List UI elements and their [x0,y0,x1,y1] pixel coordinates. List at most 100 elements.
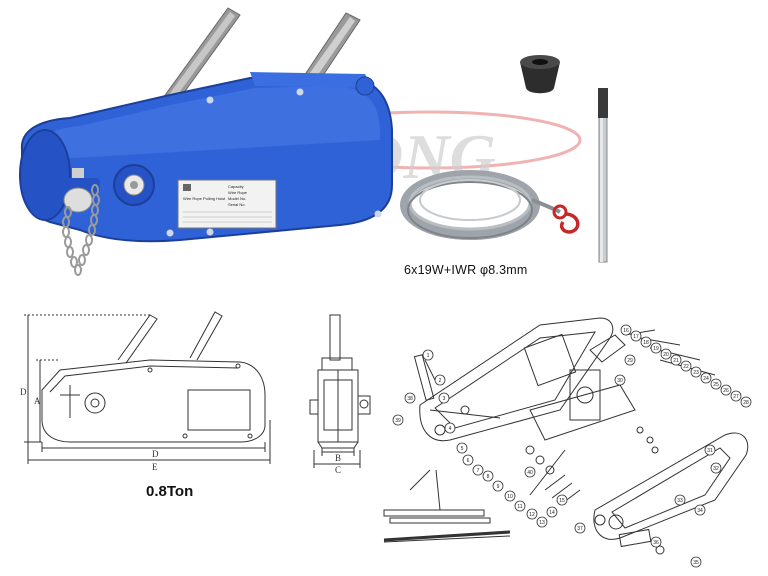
part-callout: 40 [524,466,536,478]
part-callout: 8 [482,470,494,482]
part-callout-number: 27 [733,394,739,400]
part-callout: 18 [640,336,652,348]
part-callout-number: 12 [529,512,535,518]
hoist-body: Wire Rope Pulling Hoist Capacity Wire Ro… [19,72,393,276]
part-callout-number: 5 [461,446,464,452]
part-callout: 23 [690,366,702,378]
part-callout: 15 [556,494,568,506]
part-callout: 27 [730,390,742,402]
part-callouts: 1234567891011121314151617181920212223242… [392,324,752,568]
part-callout: 6 [462,454,474,466]
part-callout: 21 [670,354,682,366]
part-callout-number: 33 [677,498,683,504]
dim-label-d: D [20,387,27,397]
part-callout-number: 25 [713,382,719,388]
part-callout-number: 31 [707,448,713,454]
part-callout: 38 [404,392,416,404]
rope-hook [552,204,568,220]
part-callout: 13 [536,516,548,528]
part-callout-number: 17 [633,334,639,340]
part-callout-number: 23 [693,370,699,376]
exploded-view-drawing: 1234567891011121314151617181920212223242… [383,317,752,568]
plate-line-4: Serial No. [228,202,246,207]
part-callout: 2 [434,374,446,386]
part-callout: 17 [630,330,642,342]
part-callout-number: 30 [617,378,623,384]
part-callout-number: 26 [723,388,729,394]
part-callout: 34 [694,504,706,516]
part-callout-number: 13 [539,520,545,526]
part-callout-number: 35 [693,560,699,566]
front-view-drawing: D A D E [20,311,271,472]
part-callout: 25 [710,378,722,390]
part-callout-number: 10 [507,494,513,500]
part-callout: 29 [624,354,636,366]
product-photo-area: LONG [19,7,608,276]
dim-label-c: C [335,465,341,475]
wire-rope-coil [400,170,580,240]
part-callout: 36 [650,536,662,548]
part-callout-number: 8 [487,474,490,480]
part-callout-number: 36 [653,540,659,546]
part-callout: 32 [710,462,722,474]
rope-end-fitting [520,55,560,94]
part-callout-number: 11 [517,504,522,510]
part-callout: 28 [740,396,752,408]
part-callout: 30 [614,374,626,386]
part-callout-number: 29 [627,358,633,364]
dim-label-e: E [152,462,158,472]
part-callout: 12 [526,508,538,520]
part-callout-number: 6 [467,458,470,464]
part-callout: 9 [492,480,504,492]
part-callout-number: 15 [559,498,565,504]
part-callout-number: 18 [643,340,649,346]
part-callout-number: 9 [497,484,500,490]
part-callout: 7 [472,464,484,476]
part-callout: 1 [422,349,434,361]
part-callout-number: 1 [427,353,430,359]
part-callout-number: 34 [697,508,703,514]
hoist-handles [157,7,361,113]
part-callout-number: 20 [663,352,669,358]
part-callout: 10 [504,490,516,502]
part-callout: 5 [456,442,468,454]
part-callout: 14 [546,506,558,518]
part-callout: 4 [444,422,456,434]
part-callout: 20 [660,348,672,360]
part-callout: 22 [680,360,692,372]
part-callout-number: 28 [743,400,749,406]
nameplate: Wire Rope Pulling Hoist Capacity Wire Ro… [177,179,277,229]
part-callout-number: 21 [673,358,679,364]
part-callout: 3 [438,392,450,404]
telescopic-handle [598,88,608,263]
part-callout-number: 40 [527,470,533,476]
part-callout: 16 [620,324,632,336]
part-callout: 33 [674,494,686,506]
part-callout-number: 16 [623,328,629,334]
part-callout-number: 19 [653,346,659,352]
part-callout-number: 7 [477,468,480,474]
part-callout: 39 [392,414,404,426]
part-callout-number: 4 [449,426,452,432]
capacity-caption: 0.8Ton [146,483,194,500]
safety-chain [62,184,100,276]
dim-label-a: A [34,396,41,406]
part-callout: 24 [700,372,712,384]
part-callout-number: 39 [395,418,401,424]
part-callout: 19 [650,342,662,354]
dim-label-d-bottom: D [152,449,159,459]
dim-label-b: B [335,453,341,463]
plate-line-1: Capacity [228,184,244,189]
part-callout-number: 14 [549,510,555,516]
side-view-drawing: B C [309,314,371,475]
plate-line-2: Wire Rope [228,190,248,195]
part-callout-number: 32 [713,466,719,472]
part-callout-number: 22 [683,364,689,370]
part-callout: 26 [720,384,732,396]
part-callout-number: 37 [577,526,583,532]
part-callout-number: 38 [407,396,413,402]
part-callout-number: 24 [703,376,709,382]
part-callout-number: 3 [443,396,446,402]
part-callout: 31 [704,444,716,456]
wire-rope-spec-caption: 6x19W+IWR φ8.3mm [404,263,528,277]
